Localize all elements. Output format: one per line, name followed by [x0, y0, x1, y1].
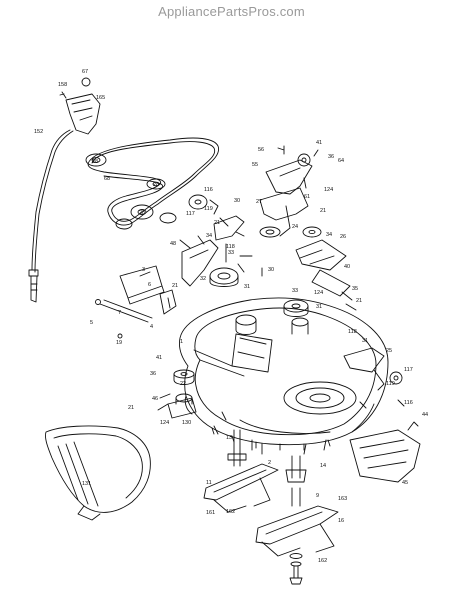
part-callout-c41b: 41: [316, 140, 322, 146]
left-blade: [203, 463, 279, 513]
part-callout-c31a: 31: [244, 284, 250, 290]
part-callout-c14: 14: [320, 463, 326, 469]
part-callout-c116b: 116: [404, 400, 413, 406]
part-callout-c56: 56: [258, 147, 264, 153]
part-callout-c13: 13: [226, 435, 232, 441]
part-callout-c34a: 34: [206, 233, 212, 239]
part-callout-c45: 45: [402, 480, 408, 486]
bottom-hardware-stack: [289, 553, 303, 585]
part-callout-c117b: 117: [404, 367, 413, 373]
part-callout-c3: 3: [142, 267, 145, 273]
part-callout-c36a: 36: [150, 371, 156, 377]
part-callout-c163: 163: [338, 496, 347, 502]
part-callout-c27: 27: [256, 199, 262, 205]
part-callout-c162a: 162: [226, 509, 235, 515]
discharge-chute: [45, 425, 151, 521]
spindle-shaft-left: [227, 429, 247, 467]
part-callout-c162b: 162: [318, 558, 327, 564]
part-callout-c119a: 119: [204, 206, 213, 212]
idler-pulley-upper: [188, 194, 219, 215]
part-callout-c28a: 28: [92, 159, 98, 165]
part-callout-c124a: 124: [160, 420, 169, 426]
part-callout-c119b: 119: [386, 381, 395, 387]
part-callout-c46: 46: [152, 396, 158, 402]
belt-guide-bracket: [95, 265, 165, 339]
spindle-shaft-right: [285, 455, 307, 507]
part-callout-c44: 44: [422, 412, 428, 418]
part-callout-c19: 19: [116, 340, 122, 346]
part-callout-c11: 11: [206, 480, 212, 486]
part-callout-c21a: 21: [214, 220, 220, 226]
part-callout-c33a: 33: [228, 250, 234, 256]
part-callout-c124b: 124: [324, 187, 333, 193]
part-callout-c32: 32: [200, 276, 206, 282]
part-callout-c116a: 116: [204, 187, 213, 193]
part-callout-c21e: 21: [356, 298, 362, 304]
part-callout-c26: 26: [340, 234, 346, 240]
part-callout-c21b: 21: [172, 283, 178, 289]
part-callout-c61: 61: [304, 194, 310, 200]
mower-deck-housing: [179, 297, 389, 451]
part-callout-c152: 152: [34, 129, 43, 135]
part-callout-c7: 7: [118, 310, 121, 316]
part-callout-c31b: 31: [316, 304, 322, 310]
part-callout-c117a: 117: [186, 211, 195, 217]
part-callout-c24: 24: [292, 224, 298, 230]
part-callout-c30b: 30: [234, 198, 240, 204]
left-spindle-pulley: [167, 369, 197, 419]
idler-bracket-left: [181, 215, 253, 287]
part-callout-c16: 16: [338, 518, 344, 524]
right-blade: [255, 505, 339, 557]
part-callout-c1: 1: [180, 339, 183, 345]
part-callout-c30a: 30: [268, 267, 274, 273]
part-callout-c4: 4: [150, 324, 153, 330]
drive-belt: [85, 137, 220, 230]
lift-lever-assembly: [28, 77, 101, 303]
right-roller-bracket: [343, 347, 403, 391]
part-callout-c21c: 21: [128, 405, 134, 411]
part-callout-c28c: 28: [139, 210, 145, 216]
part-callout-c28b: 28: [153, 182, 159, 188]
part-callout-c25: 25: [386, 348, 392, 354]
part-callout-c40: 40: [344, 264, 350, 270]
part-callout-c6: 6: [148, 282, 151, 288]
right-rear-bracket: [259, 153, 351, 317]
part-callout-c33b: 33: [292, 288, 298, 294]
part-callout-c55: 55: [252, 162, 258, 168]
part-callout-c68: 68: [104, 176, 110, 182]
part-callout-c130: 130: [182, 420, 191, 426]
part-callout-c158: 158: [58, 82, 67, 88]
hardware-leaders: [157, 145, 405, 455]
part-callout-c67: 67: [82, 69, 88, 75]
part-callout-c64: 64: [338, 158, 344, 164]
part-callout-c21d: 21: [320, 208, 326, 214]
part-callout-c5: 5: [90, 320, 93, 326]
front-hanger-bracket: [159, 289, 177, 315]
part-callout-c9: 9: [316, 493, 319, 499]
part-callout-c131: 131: [82, 481, 91, 487]
part-callout-c22: 22: [180, 381, 186, 387]
part-callout-c165: 165: [96, 95, 105, 101]
part-callout-c2: 2: [268, 460, 271, 466]
part-callout-c161: 161: [206, 510, 215, 516]
part-callout-c48: 48: [170, 241, 176, 247]
part-callout-c118a: 118: [226, 244, 235, 250]
part-callout-c31c: 31: [362, 338, 368, 344]
watermark: AppliancePartsPros.com: [158, 4, 305, 19]
mulch-plate-right: [349, 421, 421, 483]
part-callout-c124c: 124: [314, 290, 323, 296]
part-callout-c41a: 41: [156, 355, 162, 361]
part-callout-c35: 35: [352, 286, 358, 292]
part-callout-c34b: 34: [326, 232, 332, 238]
part-callout-c118b: 118: [348, 329, 357, 335]
part-callout-c36b: 36: [328, 154, 334, 160]
